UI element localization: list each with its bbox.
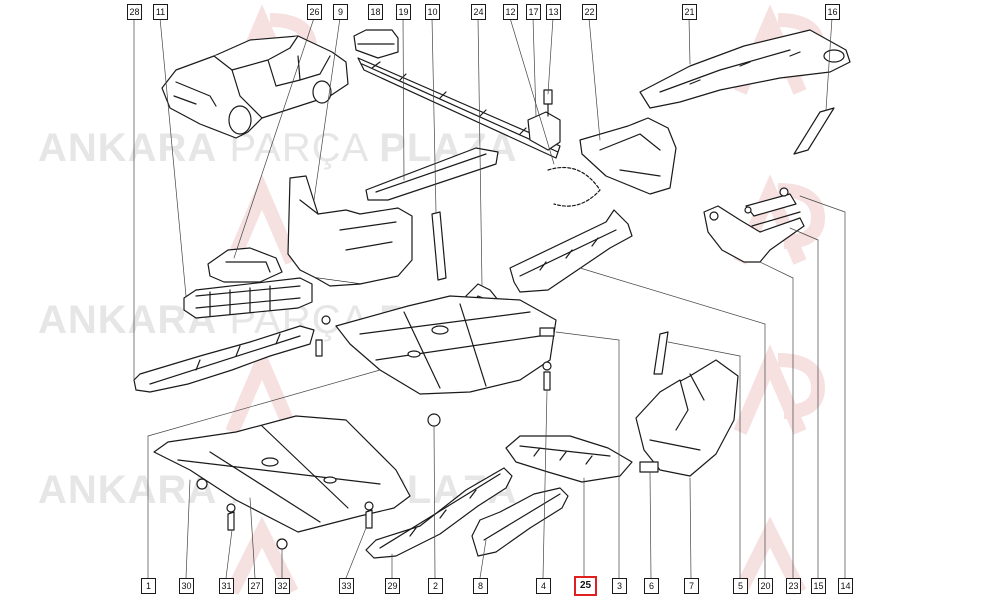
part-18	[353, 29, 399, 59]
callout-23[interactable]: 23	[786, 578, 801, 594]
callout-3[interactable]: 3	[612, 578, 627, 594]
part-8	[471, 487, 569, 557]
callout-4[interactable]: 4	[536, 578, 551, 594]
callout-11[interactable]: 11	[153, 4, 168, 20]
part-11	[183, 277, 313, 319]
part-23-bracket	[703, 187, 805, 263]
callout-29[interactable]: 29	[385, 578, 400, 594]
part-main-floor	[335, 295, 557, 395]
part-28	[133, 325, 315, 393]
car-illustration	[161, 35, 349, 139]
callout-22[interactable]: 22	[582, 4, 597, 20]
callout-15[interactable]: 15	[811, 578, 826, 594]
callout-32[interactable]: 32	[275, 578, 290, 594]
part-20-rail	[509, 209, 633, 293]
fastener-clip	[321, 315, 331, 325]
part-cross-beam	[357, 57, 561, 159]
callout-10[interactable]: 10	[425, 4, 440, 20]
part-9	[287, 175, 413, 287]
callout-14[interactable]: 14	[838, 578, 853, 594]
callout-30[interactable]: 30	[179, 578, 194, 594]
part-25	[505, 435, 633, 483]
callout-25-highlighted[interactable]: 25	[574, 576, 597, 596]
callout-18[interactable]: 18	[368, 4, 383, 20]
part-6	[639, 461, 659, 473]
callout-8[interactable]: 8	[473, 578, 488, 594]
part-7-panel	[635, 359, 739, 477]
callout-16[interactable]: 16	[825, 4, 840, 20]
callout-13[interactable]: 13	[546, 4, 561, 20]
callout-12[interactable]: 12	[503, 4, 518, 20]
callout-9[interactable]: 9	[333, 4, 348, 20]
callout-21[interactable]: 21	[682, 4, 697, 20]
callout-1[interactable]: 1	[141, 578, 156, 594]
callout-27[interactable]: 27	[248, 578, 263, 594]
callout-31[interactable]: 31	[219, 578, 234, 594]
callout-5[interactable]: 5	[733, 578, 748, 594]
callout-20[interactable]: 20	[758, 578, 773, 594]
part-lower-floor	[153, 415, 411, 533]
callout-17[interactable]: 17	[526, 4, 541, 20]
part-16	[793, 107, 835, 155]
callout-19[interactable]: 19	[396, 4, 411, 20]
part-19-rail	[365, 147, 499, 201]
callout-2[interactable]: 2	[428, 578, 443, 594]
callout-28[interactable]: 28	[127, 4, 142, 20]
part-bracket-17	[527, 89, 561, 151]
callout-6[interactable]: 6	[644, 578, 659, 594]
part-22	[579, 117, 677, 195]
leader-lines	[133, 17, 846, 579]
part-5-strap	[653, 331, 669, 375]
fasteners	[196, 327, 555, 550]
callout-26[interactable]: 26	[307, 4, 322, 20]
part-21	[639, 29, 851, 109]
callout-24[interactable]: 24	[471, 4, 486, 20]
callout-33[interactable]: 33	[339, 578, 354, 594]
part-26	[207, 247, 283, 283]
callout-7[interactable]: 7	[684, 578, 699, 594]
part-10	[431, 211, 447, 281]
